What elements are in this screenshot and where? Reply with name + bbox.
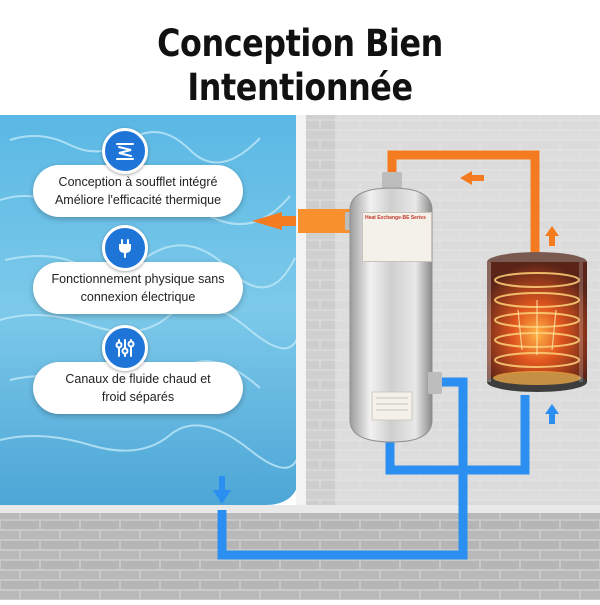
hot-pipe (387, 150, 540, 255)
arrow-up-cold (545, 404, 559, 414)
arrow-down-cold (213, 490, 231, 504)
title-line-2: Intentionnée (187, 66, 413, 109)
spring-coil-icon (102, 128, 148, 174)
product-label: Heat Exchange-BE Series (362, 212, 432, 262)
feature-3-line-2: froid séparés (101, 390, 175, 404)
cold-pipe (217, 377, 530, 560)
feature-2-line-1: Fonctionnement physique sans (51, 272, 225, 286)
feature-card-physical: Fonctionnement physique sans connexion é… (33, 262, 243, 314)
heater-tank (487, 252, 587, 392)
page-title: Conception Bien Intentionnée (42, 22, 558, 110)
feature-2-line-2: connexion électrique (80, 290, 196, 304)
feature-1-line-2: Améliore l'efficacité thermique (54, 193, 222, 207)
arrow-up-heater (545, 226, 559, 236)
arrow-left-top (460, 171, 472, 185)
product-label-title: Heat Exchange-BE Series (365, 215, 426, 221)
power-plug-icon (102, 225, 148, 271)
title-line-1: Conception Bien (157, 22, 443, 65)
feature-card-channels: Canaux de fluide chaud et froid séparés (33, 362, 243, 414)
sliders-icon (102, 325, 148, 371)
feature-1-line-1: Conception à soufflet intégré (58, 175, 218, 189)
feature-card-bellows: Conception à soufflet intégré Améliore l… (33, 165, 243, 217)
feature-3-line-1: Canaux de fluide chaud et (65, 372, 211, 386)
arrow-left-hot (252, 212, 282, 230)
